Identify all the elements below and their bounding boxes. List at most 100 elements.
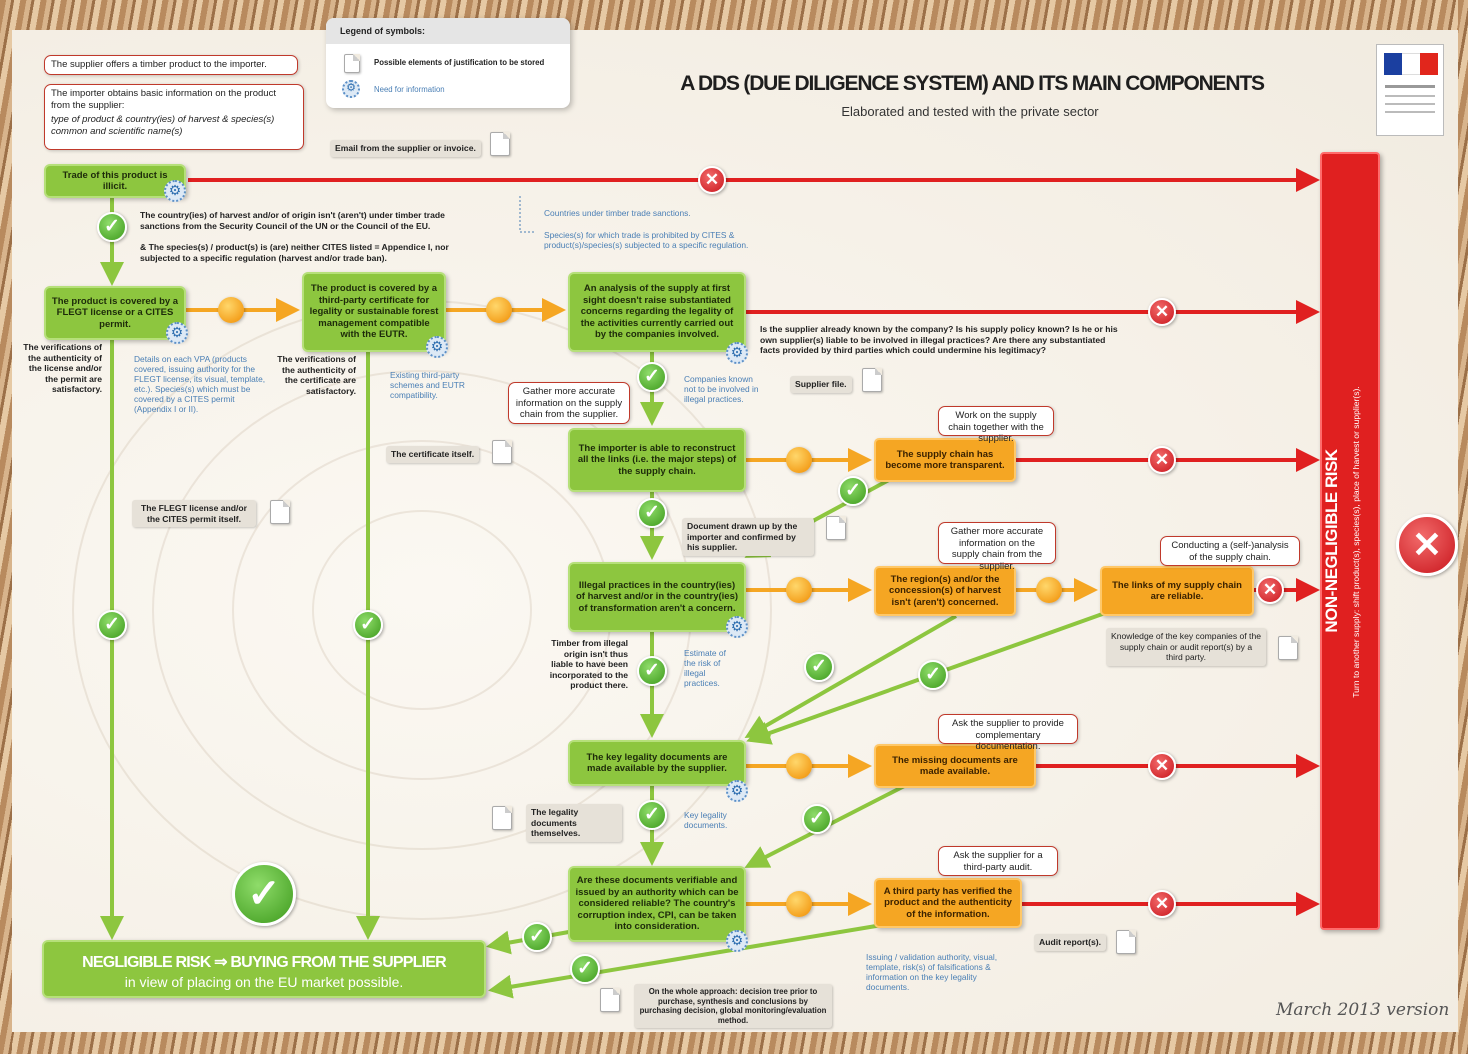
big-cross-icon: ✕: [1396, 514, 1458, 576]
box-illegal-practices: Illegal practices in the country(ies) of…: [568, 562, 746, 632]
box-flegt-covered: The product is covered by a FLEGT licens…: [44, 286, 186, 340]
check-icon: ✓: [97, 212, 127, 242]
legend-doc-label: Possible elements of justification to be…: [374, 58, 545, 67]
info-estimate: Estimate of the risk of illegal practice…: [684, 648, 726, 688]
callout-gather-1: Gather more accurate information on the …: [508, 382, 630, 424]
note-timber: Timber from illegal origin isn't thus li…: [549, 638, 628, 690]
info-key-legality: Key legality documents.: [684, 810, 728, 830]
doc-label-knowledge: Knowledge of the key companies of the su…: [1106, 628, 1266, 666]
intro-obtains: The importer obtains basic information o…: [44, 84, 304, 150]
gear-icon: ⚙: [726, 616, 748, 638]
info-companies: Companies known not to be involved in il…: [684, 374, 759, 404]
arrow-green: [488, 920, 901, 999]
document-icon: [270, 500, 290, 524]
note-sanctions: The country(ies) of harvest and/or of or…: [140, 210, 445, 231]
gear-icon: ⚙: [726, 342, 748, 364]
flag-red: [1420, 53, 1438, 75]
version-label: March 2013 version: [1276, 1000, 1450, 1020]
logo-line: [1385, 111, 1435, 113]
box-verifiable: Are these documents verifiable and issue…: [568, 866, 746, 942]
document-icon: [826, 516, 846, 540]
document-icon: [1278, 636, 1298, 660]
doc-label-supplier-file: Supplier file.: [790, 376, 852, 393]
note-supplier-known: Is the supplier already known by the com…: [760, 324, 1118, 355]
check-icon: ✓: [637, 362, 667, 392]
box-key-docs: The key legality documents are made avai…: [568, 740, 746, 786]
negligible-risk-label: NEGLIGIBLE RISK ⇒ BUYING FROM THE SUPPLI…: [82, 954, 447, 971]
non-negligible-risk-bar: NON-NEGLIGIBLE RISK Turn to another supp…: [1320, 152, 1380, 930]
negligible-risk-box: NEGLIGIBLE RISK ⇒ BUYING FROM THE SUPPLI…: [42, 940, 486, 998]
wood-border-top: [0, 0, 1468, 30]
big-check-icon: ✓: [232, 862, 296, 926]
check-icon: ✓: [637, 800, 667, 830]
check-icon: ✓: [637, 656, 667, 686]
doc-label-flegt: The FLEGT license and/or the CITES permi…: [132, 500, 256, 527]
cross-icon: ✕: [1148, 298, 1176, 326]
legend-panel: Legend of symbols: Possible elements of …: [326, 18, 570, 108]
document-icon: [492, 440, 512, 464]
info-vpa: Details on each VPA (products covered, i…: [134, 354, 266, 414]
legend-title: Legend of symbols:: [326, 18, 570, 44]
cross-icon: ✕: [698, 166, 726, 194]
arrow-green: [744, 778, 917, 868]
callout-ask-audit: Ask the supplier for a third-party audit…: [938, 846, 1058, 876]
legend-info-label: Need for information: [374, 85, 445, 94]
cross-icon: ✕: [1256, 576, 1284, 604]
orange-dot: [486, 297, 512, 323]
negligible-risk-sub: in view of placing on the EU market poss…: [124, 974, 404, 990]
info-issuing: Issuing / validation authority, visual, …: [866, 952, 998, 992]
cross-icon: ✕: [1148, 752, 1176, 780]
arrow-green: [744, 614, 957, 738]
box-links: The links of my supply chain are reliabl…: [1100, 566, 1254, 616]
document-icon: [490, 132, 510, 156]
non-negligible-risk-sub: Turn to another supply: shift product(s)…: [1351, 386, 1361, 698]
box-third-verified: A third party has verified the product a…: [874, 878, 1022, 928]
box-missing: The missing documents are made available…: [874, 744, 1036, 788]
info-bracket: [519, 196, 534, 233]
box-reconstruct: The importer is able to reconstruct all …: [568, 428, 746, 492]
intro-obtains-detail: type of product & country(ies) of harves…: [51, 114, 275, 137]
gear-icon: ⚙: [426, 336, 448, 358]
check-icon: ✓: [918, 660, 948, 690]
note-species: & The species(s) / product(s) is (are) n…: [140, 242, 449, 263]
page-subtitle: Elaborated and tested with the private s…: [841, 104, 1099, 119]
orange-dot: [786, 891, 812, 917]
doc-label-audit: Audit report(s).: [1034, 934, 1107, 951]
info-sanctions: Countries under timber trade sanctions.: [544, 208, 691, 218]
gear-icon: ⚙: [164, 180, 186, 202]
wood-border-right: [1458, 0, 1468, 1054]
wood-border-left: [0, 0, 12, 1054]
box-third-party: The product is covered by a third-party …: [302, 272, 446, 352]
box-region: The region(s) and/or the concession(s) o…: [874, 566, 1016, 616]
check-icon: ✓: [804, 652, 834, 682]
document-icon: [600, 988, 620, 1012]
flag-blue: [1384, 53, 1402, 75]
gear-icon: ⚙: [342, 80, 360, 98]
doc-label-legality: The legality documents themselves.: [526, 804, 622, 842]
orange-dot: [1036, 577, 1062, 603]
orange-dot: [786, 447, 812, 473]
orange-dot: [218, 297, 244, 323]
gear-icon: ⚙: [726, 930, 748, 952]
check-icon: ✓: [802, 804, 832, 834]
non-negligible-risk-label: NON-NEGLIGIBLE RISK: [1322, 449, 1341, 633]
doc-label-certificate: The certificate itself.: [386, 446, 480, 463]
callout-work: Work on the supply chain together with t…: [938, 406, 1054, 444]
check-icon: ✓: [97, 610, 127, 640]
document-icon: [862, 368, 882, 392]
check-icon: ✓: [570, 954, 600, 984]
check-icon: ✓: [838, 476, 868, 506]
box-analysis: An analysis of the supply at first sight…: [568, 272, 746, 352]
logo-line: [1385, 95, 1435, 97]
doc-label-drawn: Document drawn up by the importer and co…: [682, 518, 814, 556]
box-illicit: Trade of this product is illicit.: [44, 164, 186, 198]
ministry-logo: [1376, 44, 1444, 136]
intro-obtains-text: The importer obtains basic information o…: [51, 88, 276, 111]
note-verif-cert: The verifications of the authenticity of…: [277, 354, 356, 396]
doc-label-email: Email from the supplier or invoice.: [330, 140, 481, 157]
document-icon: [344, 54, 360, 73]
wood-border-bottom: [0, 1032, 1468, 1054]
check-icon: ✓: [637, 498, 667, 528]
document-icon: [1116, 930, 1136, 954]
